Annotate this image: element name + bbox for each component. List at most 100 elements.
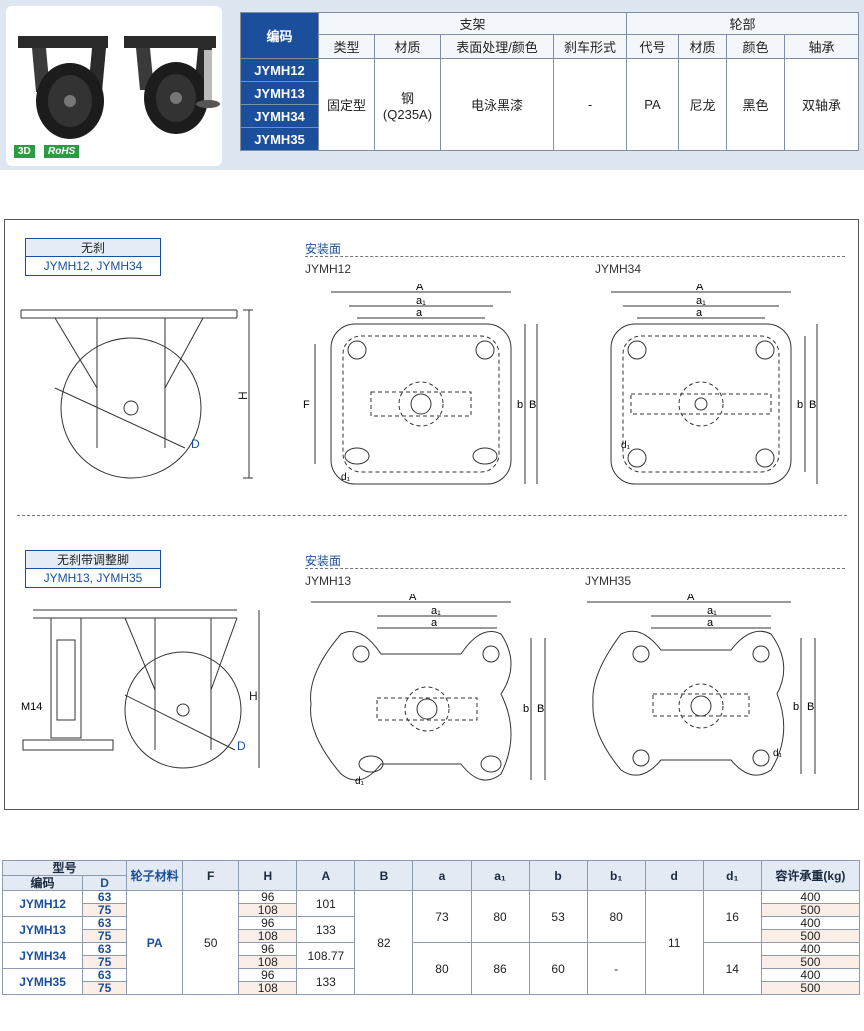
spec-table: 编码 支架 轮部 类型 材质 表面处理/颜色 刹车形式 代号 材质 颜色 轴承 … xyxy=(240,12,859,151)
section-divider xyxy=(17,515,847,516)
section2-label-models: JYMH13, JYMH35 xyxy=(43,571,143,585)
spec-material-line1: 钢 xyxy=(400,90,414,106)
dim-D-label-s1: D xyxy=(191,437,200,451)
spec-sub-wheel-color: 颜色 xyxy=(726,34,785,59)
cell-b1-group1: 80 xyxy=(586,890,646,943)
cell-B: 82 xyxy=(354,890,414,995)
row-D: 75 xyxy=(82,903,128,917)
th-a: a xyxy=(412,860,472,891)
section1-label-models: JYMH12, JYMH34 xyxy=(43,259,143,273)
dim-A-s1l: A xyxy=(416,284,424,293)
section2-label-title: 无刹带调整脚 xyxy=(26,551,160,569)
th-A: A xyxy=(296,860,356,891)
section1-model-left: JYMH12 xyxy=(305,262,352,276)
row-H: 108 xyxy=(238,903,298,917)
row-A-jymh35: 133 xyxy=(296,968,356,995)
dim-H-label-s2: H xyxy=(249,689,258,703)
th-d1: d₁ xyxy=(702,860,762,891)
spec-wheel-material-value: 尼龙 xyxy=(678,58,727,151)
dim-A-s2l: A xyxy=(409,594,417,603)
section2-mount-plate-right: A a₁ a b B d₁ xyxy=(587,594,816,776)
dim-H-label-s1: H xyxy=(236,391,250,400)
cell-a1-group2: 86 xyxy=(470,942,530,995)
dim-b-s2r: b xyxy=(793,701,799,713)
spec-sub-wheel-material: 材质 xyxy=(678,34,727,59)
dim-d1-s1l: d₁ xyxy=(341,472,351,483)
spec-code-jymh12: JYMH12 xyxy=(240,58,319,82)
spec-sub-wheel-code: 代号 xyxy=(626,34,679,59)
section1-label-title: 无刹 xyxy=(26,239,160,257)
row-load: 500 xyxy=(760,929,861,943)
cell-a-group1: 73 xyxy=(412,890,472,943)
th-wheel-material: 轮子材料 xyxy=(126,860,184,891)
dim-b-s2l: b xyxy=(523,703,529,715)
section2-mount-title: 安装面 xyxy=(305,554,342,568)
row-load: 400 xyxy=(760,968,861,982)
row-H: 108 xyxy=(238,955,298,969)
spec-group-wheel: 轮部 xyxy=(626,12,859,35)
dim-A-s2r: A xyxy=(687,594,695,603)
th-B: B xyxy=(354,860,414,891)
spec-sub-material: 材质 xyxy=(374,34,441,59)
row-H: 96 xyxy=(238,968,298,982)
spec-sub-bearing: 轴承 xyxy=(784,34,859,59)
th-d: d xyxy=(644,860,704,891)
section1-mount-line xyxy=(305,256,845,257)
row-load: 400 xyxy=(760,942,861,956)
th-F: F xyxy=(182,860,240,891)
dim-a1-s2r: a₁ xyxy=(707,605,717,617)
section2-model-left: JYMH13 xyxy=(305,574,352,588)
row-H: 108 xyxy=(238,981,298,995)
spec-sub-brake: 刹车形式 xyxy=(553,34,627,59)
dim-A-s1r: A xyxy=(696,284,704,293)
th-load: 容许承重(kg) xyxy=(760,860,861,891)
section1-mount-plate-right: A a₁ a b B d₁ xyxy=(610,284,818,485)
row-code-jymh34: JYMH34 xyxy=(1,942,84,969)
spec-wheel-code-value: PA xyxy=(626,58,679,151)
spec-code-jymh13: JYMH13 xyxy=(240,81,319,105)
section1-label: 无刹 JYMH12, JYMH34 xyxy=(25,238,161,276)
th-H: H xyxy=(238,860,298,891)
dim-d1-s2l: d₁ xyxy=(355,776,365,787)
row-H: 108 xyxy=(238,929,298,943)
section1-side-view: D H xyxy=(20,309,253,479)
technical-drawing-area: 无刹 JYMH12, JYMH34 D H 安装面 JYMH12 JYMH34 xyxy=(4,219,859,810)
row-D: 75 xyxy=(82,981,128,995)
dim-a1-s1r: a₁ xyxy=(696,295,706,307)
row-load: 500 xyxy=(760,955,861,969)
dim-B-s2r: B xyxy=(807,701,814,713)
spec-sub-type: 类型 xyxy=(318,34,375,59)
section1-mount-title: 安装面 xyxy=(305,242,342,256)
spec-group-bracket: 支架 xyxy=(318,12,627,35)
dim-b-s1l: b xyxy=(517,399,523,411)
spec-material-value: 钢 (Q235A) xyxy=(374,58,441,151)
dim-d1-s1r: d₁ xyxy=(621,440,631,451)
spec-surface-value: 电泳黑漆 xyxy=(440,58,554,151)
3d-badge: 3D xyxy=(14,145,35,158)
section1-mount-plate-left: A a₁ a F b B d₁ xyxy=(303,284,538,485)
rohs-badge: RoHS xyxy=(44,145,80,158)
dim-b-s1r: b xyxy=(797,399,803,411)
dimension-table: 型号 轮子材料 F H A B a a₁ b b₁ d d₁ 容许承重(kg) … xyxy=(1,860,861,995)
spec-code-jymh35: JYMH35 xyxy=(240,127,319,151)
cell-d: 11 xyxy=(644,890,704,995)
cell-b1-group2: - xyxy=(586,942,646,995)
section2-label: 无刹带调整脚 JYMH13, JYMH35 xyxy=(25,550,161,588)
spec-bearing-value: 双轴承 xyxy=(784,58,859,151)
th-code: 编码 xyxy=(1,875,84,891)
cell-d1-group2: 14 xyxy=(702,942,762,995)
dim-F-s1l: F xyxy=(303,399,310,411)
section1-model-right: JYMH34 xyxy=(595,262,642,276)
row-A-jymh34: 108.77 xyxy=(296,942,356,969)
dim-a1-s2l: a₁ xyxy=(431,605,441,617)
section2-mount-plate-left: A a₁ a b B d₁ xyxy=(310,594,546,787)
row-D: 63 xyxy=(82,968,128,982)
dim-a-s2r: a xyxy=(707,617,714,629)
th-D: D xyxy=(82,875,128,891)
cell-b-group2: 60 xyxy=(528,942,588,995)
product-photo: 3D RoHS xyxy=(6,6,222,166)
spec-material-line2: (Q235A) xyxy=(382,106,433,122)
dim-B-s2l: B xyxy=(537,703,544,715)
dim-a-s2l: a xyxy=(431,617,438,629)
row-D: 63 xyxy=(82,890,128,904)
